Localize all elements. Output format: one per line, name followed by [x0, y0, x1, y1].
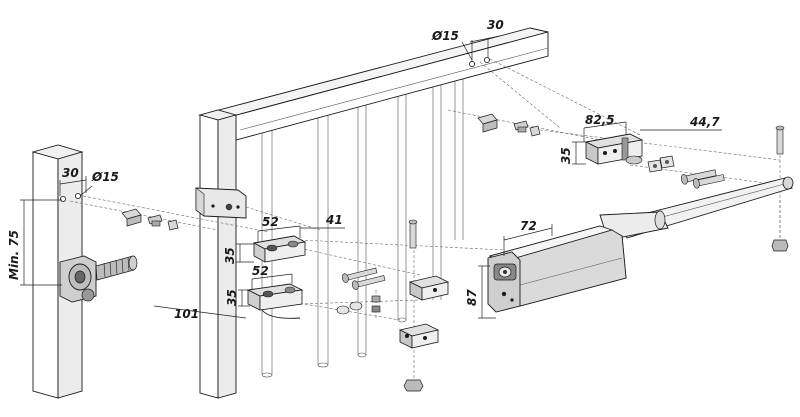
- beam-dimension-lines: [461, 35, 501, 62]
- gate-vertical-bars: [261, 78, 464, 378]
- beam-fastener-set: [477, 113, 541, 137]
- dim-motor-87: 87: [465, 289, 479, 306]
- dim-bracket-35-bottom: 35: [225, 289, 239, 306]
- motor-lower-clamp: [398, 323, 440, 349]
- post-fastener-set: [121, 208, 179, 231]
- linear-actuator: [487, 176, 794, 313]
- rear-dimension-lines: [572, 121, 722, 165]
- dim-rear-35: 35: [559, 147, 573, 164]
- rear-fastener-set: [647, 155, 725, 189]
- beam-hole-2: [483, 57, 490, 64]
- post-dimension-lines: [20, 176, 93, 286]
- dim-post-width: 30: [62, 166, 79, 180]
- dim-bracket-52-bottom: 52: [252, 264, 269, 278]
- lower-front-bracket: [246, 283, 304, 319]
- dim-rear-82-5: 82,5: [585, 113, 615, 127]
- stile-hinge-plate: [195, 187, 247, 219]
- dim-post-min: Min. 75: [7, 230, 21, 280]
- alignment-lines: [69, 58, 781, 380]
- dim-motor-72: 72: [520, 219, 537, 233]
- dim-bracket-35-top: 35: [223, 247, 237, 264]
- bracket-dimension-lines: [153, 225, 345, 319]
- post-hinge-bolt: [59, 255, 138, 303]
- dim-bracket-41: 41: [325, 213, 343, 227]
- dim-beam-width: 30: [487, 18, 504, 32]
- dim-post-hole: Ø15: [91, 170, 119, 184]
- motor-dimension-lines: [478, 224, 553, 319]
- bottom-nut: [403, 379, 424, 392]
- vertical-pin: [408, 219, 418, 249]
- dim-rear-44-7: 44,7: [689, 115, 720, 129]
- motor-front-clamp: [408, 275, 450, 301]
- dim-beam-hole: Ø15: [431, 29, 459, 43]
- dim-bracket-52-top: 52: [262, 215, 279, 229]
- dimension-labels: 30 Ø15 Min. 75 30 Ø15 52 41 35 52 35 101…: [7, 18, 720, 321]
- gate-post: [31, 144, 138, 399]
- front-bracket-screws: [336, 267, 386, 315]
- upper-front-bracket: [252, 235, 307, 263]
- rear-bracket: [584, 133, 644, 165]
- beam-hole-1: [468, 61, 475, 68]
- rear-vertical-bolt: [771, 125, 789, 252]
- gate-frame: [195, 27, 549, 399]
- gate-left-stile: [198, 109, 238, 399]
- dim-bracket-101: 101: [174, 307, 199, 321]
